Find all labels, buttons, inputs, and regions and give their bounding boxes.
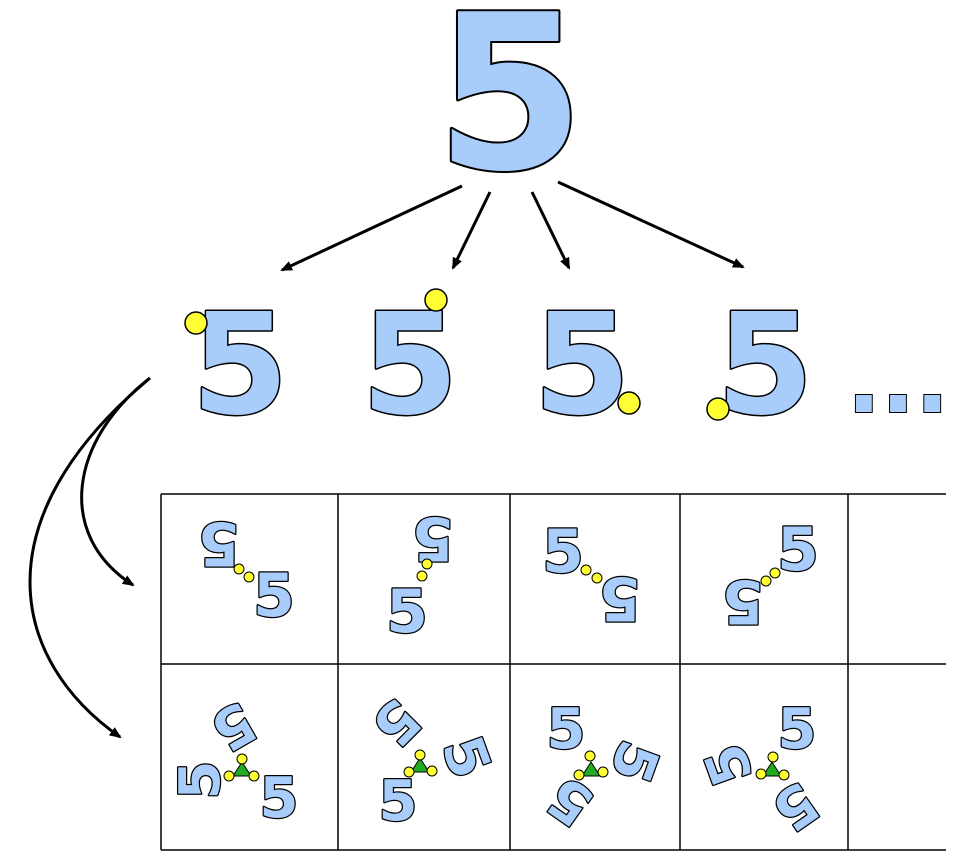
- trimer-row: 5 5 5 5 5 5 5 5 5: [167, 684, 831, 845]
- trimer-1-glyph-a: 5: [200, 688, 266, 764]
- arrow-to-trimer-row: [28, 376, 151, 739]
- dimer-cell-4: 5 5: [721, 514, 820, 638]
- variant-4-glyph: 5: [716, 284, 813, 447]
- dimer-cell-1: 5 5: [197, 507, 296, 633]
- trimer-4-glyph-c: 5: [761, 768, 830, 844]
- curved-arrows: [28, 376, 151, 739]
- combination-grid: [160, 493, 946, 851]
- variant-2-glyph: 5: [361, 284, 458, 447]
- trimer-cell-4: 5 5 5: [691, 696, 831, 845]
- trimer-cell-1: 5 5 5: [167, 687, 300, 833]
- branch-arrows: [280, 180, 745, 272]
- dimer-cell-3: 5 5: [541, 516, 642, 635]
- variant-3: 5: [532, 283, 641, 449]
- dimer-4-glyph-b: 5: [722, 566, 764, 636]
- variant-row: 5 5 5 5 ...: [184, 283, 950, 449]
- ellipsis: ...: [847, 329, 950, 434]
- variant-2: 5: [360, 283, 460, 449]
- trimer-2-glyph-c: 5: [379, 769, 418, 834]
- variant-4: 5: [706, 283, 815, 449]
- arrow-to-variant-1: [280, 184, 463, 272]
- trimer-2-glyph-a: 5: [359, 685, 433, 759]
- trimer-4-glyph-a: 5: [778, 697, 817, 762]
- dimer-3-glyph-a: 5: [542, 517, 584, 587]
- trimer-3-glyph-b: 5: [596, 732, 670, 791]
- trimer-3-glyph-a: 5: [547, 697, 586, 762]
- root-glyph: 5: [435, 0, 585, 219]
- variant-1-dot: [184, 311, 208, 335]
- arrow-to-variant-4: [557, 180, 745, 269]
- trimer-2-glyph-b: 5: [428, 728, 502, 787]
- trimer-1-glyph-b: 5: [168, 761, 233, 800]
- dimer-cell-2: 5 5: [385, 502, 455, 649]
- dimer-1-glyph-b: 5: [253, 561, 295, 631]
- trimer-cell-2: 5 5 5: [358, 684, 504, 835]
- trimer-cell-3: 5 5 5: [535, 696, 672, 840]
- variant-4-dot: [706, 397, 730, 421]
- dimer-3-glyph-b: 5: [599, 563, 641, 633]
- variant-3-dot: [617, 391, 641, 415]
- dimer-2-glyph-a: 5: [412, 503, 454, 573]
- variant-1: 5: [184, 283, 290, 449]
- variant-3-glyph: 5: [533, 284, 630, 447]
- dimer-1-glyph-a: 5: [198, 508, 240, 578]
- variant-1-glyph: 5: [191, 284, 288, 447]
- trimer-4-glyph-b: 5: [692, 735, 766, 794]
- trimer-1-glyph-c: 5: [260, 766, 299, 831]
- arrow-to-variant-2: [451, 191, 492, 270]
- dimer-row: 5 5 5 5 5 5 5 5: [197, 502, 820, 649]
- dimer-2-glyph-b: 5: [386, 577, 428, 647]
- dimer-4-glyph-a: 5: [777, 515, 819, 585]
- variant-2-dot: [424, 288, 448, 312]
- arrow-to-variant-3: [530, 191, 571, 270]
